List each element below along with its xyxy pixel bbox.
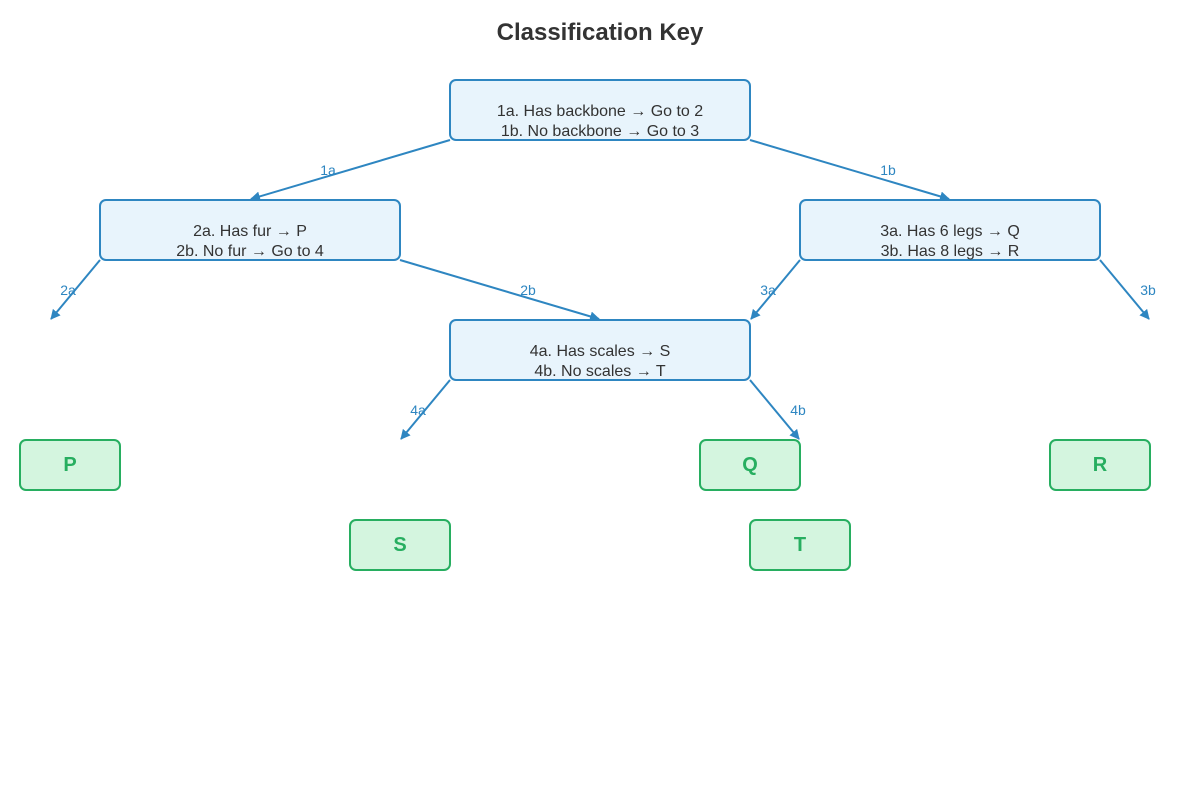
result-node-s-label: S [393,534,406,556]
edge-1b [749,139,950,202]
result-node-t: T [749,519,851,571]
result-node-r-box [1049,439,1151,491]
question-node-4: 4a. Has scales → S 4b. No scales → T [449,319,751,381]
question-node-2-line-1: 2a. Has fur → P [193,223,307,240]
question-node-4-line-1: 4a. Has scales → S [530,343,671,360]
result-node-t-box [749,519,851,571]
edge-label-1a: 1a [320,162,336,178]
question-node-4-line-2: 4b. No scales → T [534,363,666,380]
edge-label-3b: 3b [1140,282,1156,298]
result-node-q-label: Q [742,454,758,476]
question-node-1-box [449,79,751,141]
question-node-2: 2a. Has fur → P 2b. No fur → Go to 4 [99,199,401,261]
edge-3a [750,259,801,320]
result-node-q-box [699,439,801,491]
question-node-4-box [449,319,751,381]
result-node-s-box [349,519,451,571]
edge-label-2a: 2a [60,282,76,298]
edge-label-4b: 4b [790,402,806,418]
question-node-1: 1a. Has backbone → Go to 2 1b. No backbo… [449,79,751,141]
edge-1a [250,139,451,202]
edges: 1a 1b 2a 2b 3a 3b 4a 4b [50,139,1156,440]
question-node-3-line-2: 3b. Has 8 legs → R [881,243,1020,260]
result-node-t-label: T [794,534,806,556]
result-node-r: R [1049,439,1151,491]
edge-label-3a: 3a [760,282,776,298]
edge-4b [749,379,800,440]
edge-label-4a: 4a [410,402,426,418]
edge-2b [399,259,600,322]
question-node-1-line-1: 1a. Has backbone → Go to 2 [497,103,703,120]
question-node-2-line-2: 2b. No fur → Go to 4 [176,243,324,260]
result-node-p-box [19,439,121,491]
question-node-3-box [799,199,1101,261]
question-node-3-line-1: 3a. Has 6 legs → Q [880,223,1020,240]
edge-label-1b: 1b [880,162,896,178]
diagram-title: Classification Key [497,19,704,46]
result-node-r-label: R [1093,454,1108,476]
result-node-p-label: P [63,454,76,476]
edge-3b [1099,259,1150,320]
question-node-1-line-2: 1b. No backbone → Go to 3 [501,123,699,140]
edge-2a [50,259,101,320]
result-node-p: P [19,439,121,491]
question-node-2-box [99,199,401,261]
edge-4a [400,379,451,440]
question-node-3: 3a. Has 6 legs → Q 3b. Has 8 legs → R [799,199,1101,261]
result-node-q: Q [699,439,801,491]
result-node-s: S [349,519,451,571]
edge-label-2b: 2b [520,282,536,298]
